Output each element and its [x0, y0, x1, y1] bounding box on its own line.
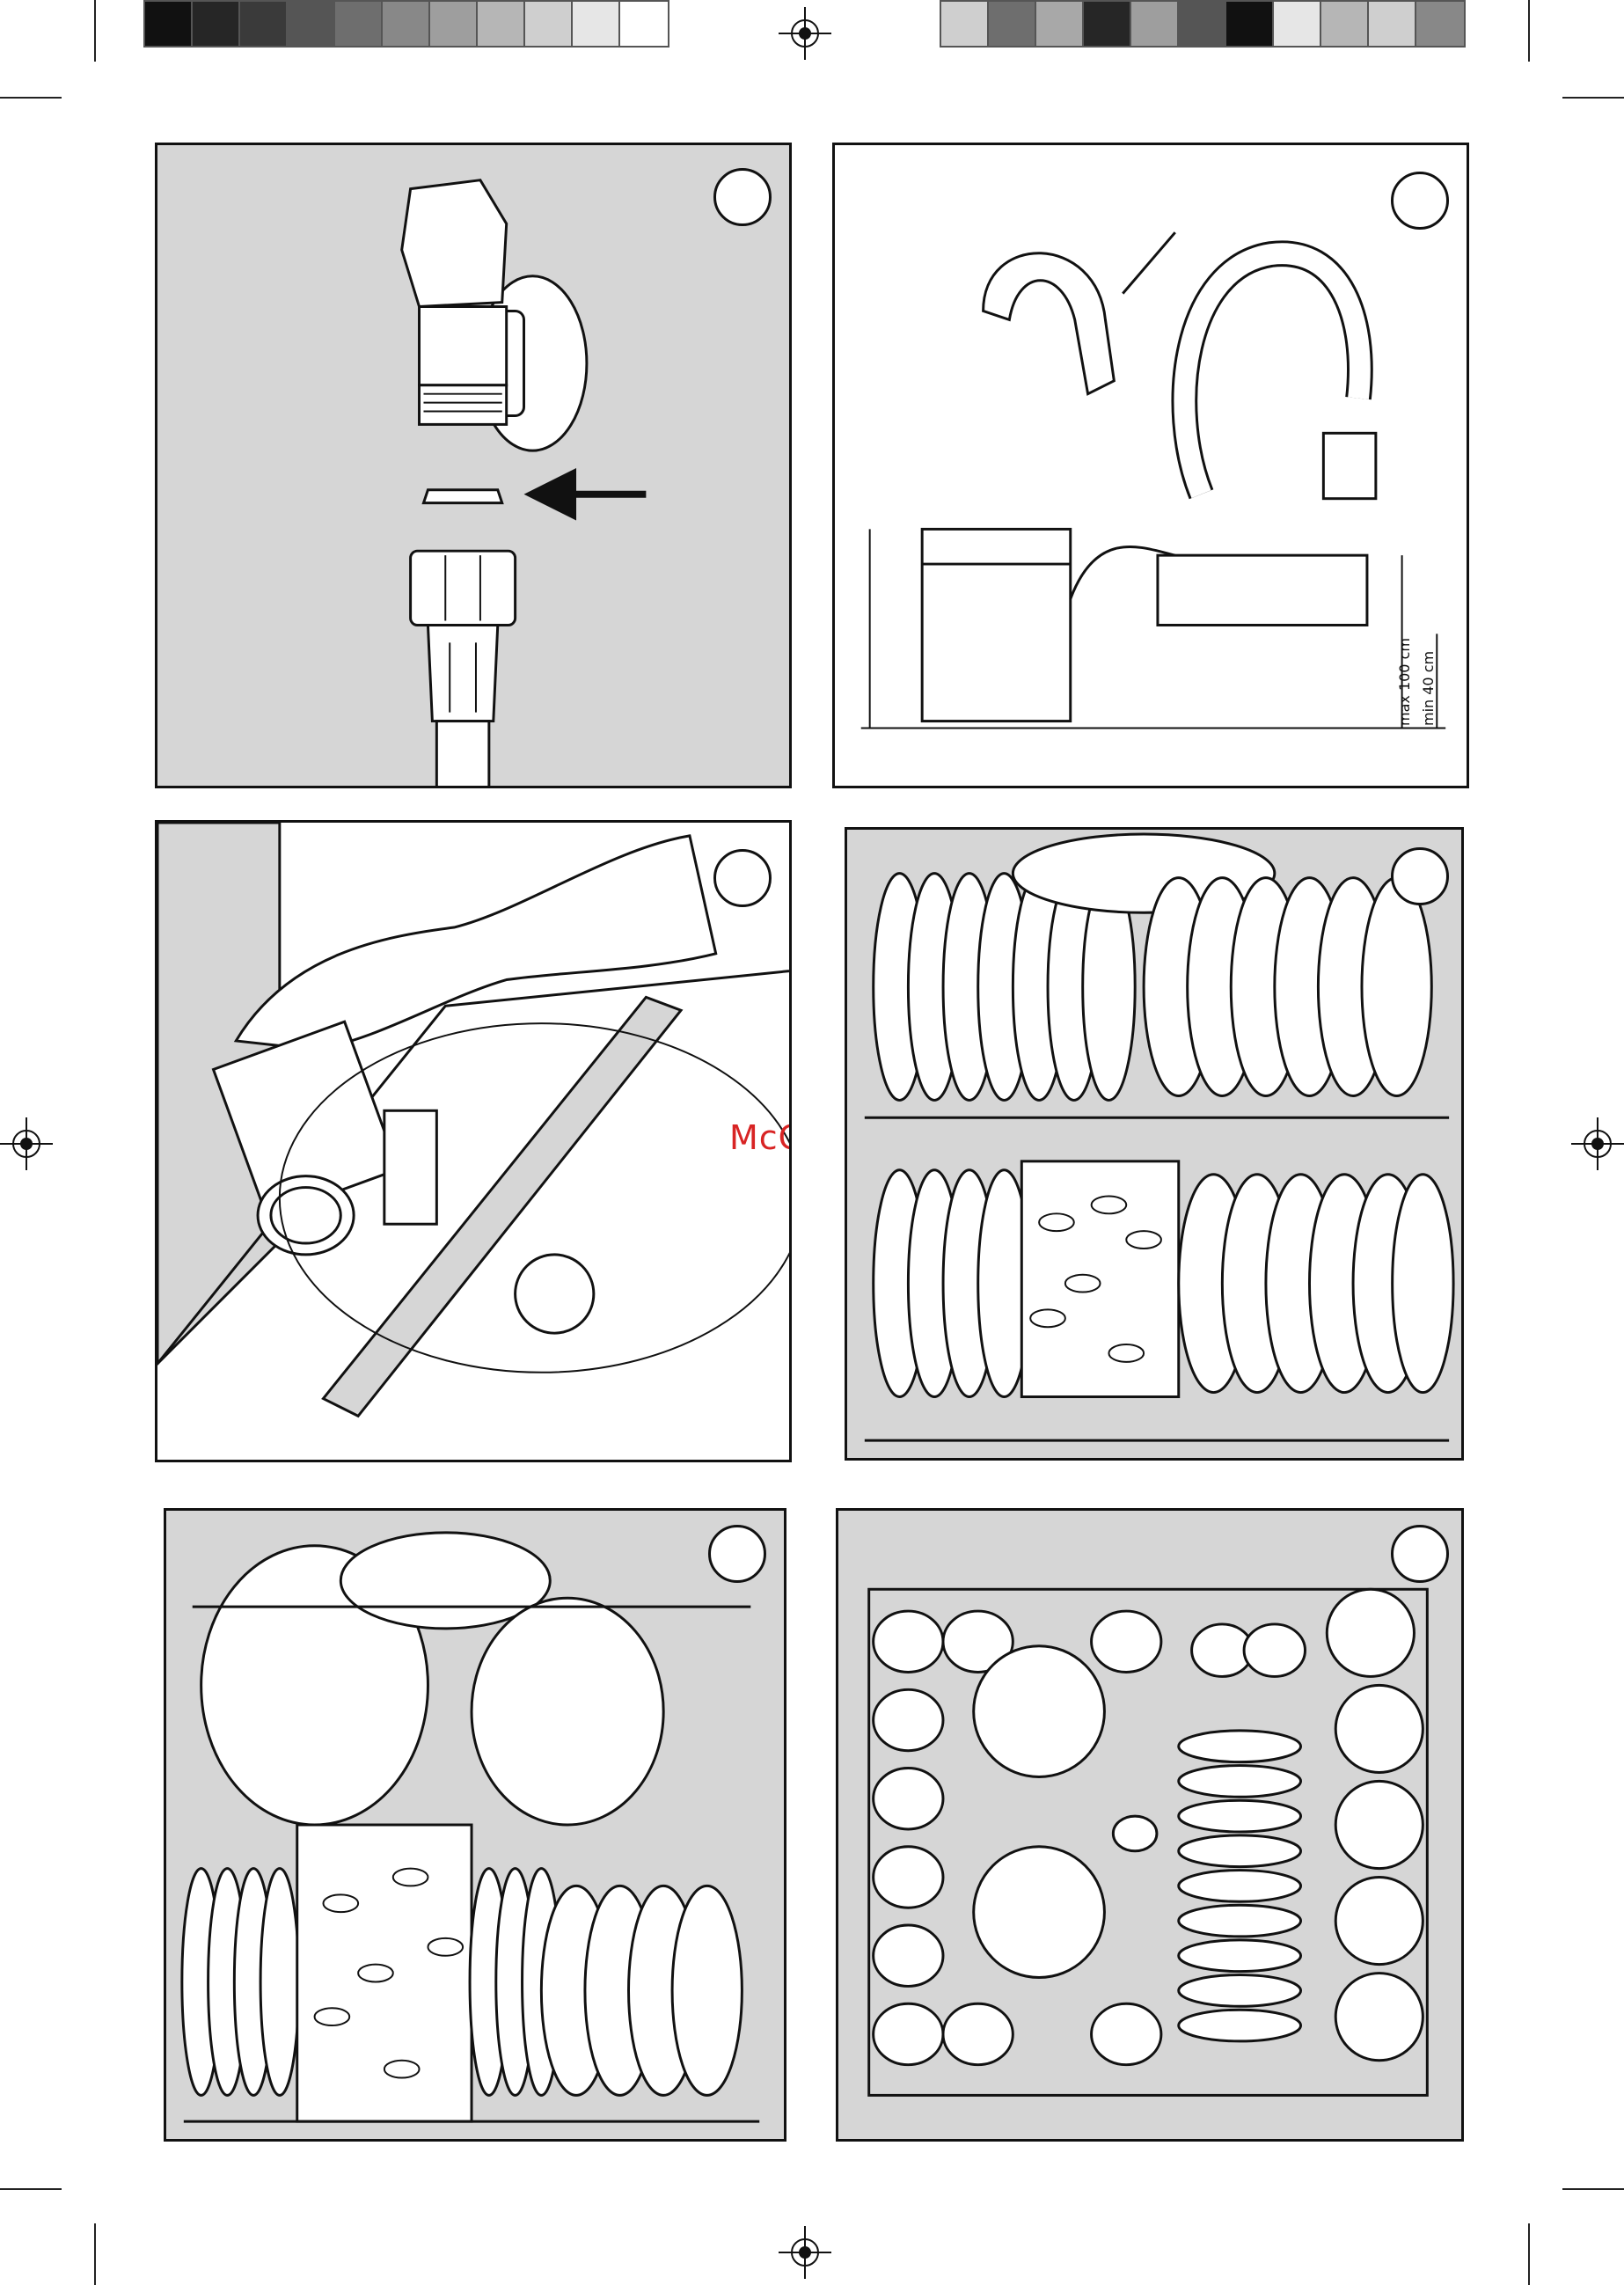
step-circle [713, 849, 772, 907]
color-swatch [383, 2, 430, 46]
color-swatch [1131, 2, 1179, 46]
crop-mark [1528, 2223, 1530, 2285]
measure-min-label: min 40 cm [1420, 651, 1437, 726]
hand-icon [157, 823, 789, 1460]
measure-max-label: max 100 cm [1396, 638, 1413, 726]
cup-icon [838, 1511, 1461, 2139]
color-swatch [288, 2, 335, 46]
arrow-icon [524, 468, 647, 521]
panel-drain-hose: max 100 cm min 40 cm [832, 143, 1469, 788]
step-circle [1391, 172, 1449, 230]
color-swatch [620, 2, 668, 46]
panel-lower-basket [845, 827, 1464, 1461]
crop-mark [1562, 2188, 1624, 2190]
color-swatch [478, 2, 525, 46]
faucet-icon [157, 145, 789, 786]
crop-mark [94, 2223, 96, 2285]
color-swatch [573, 2, 620, 46]
color-swatch [525, 2, 573, 46]
plate-icon [166, 1511, 784, 2139]
step-circle [708, 1525, 766, 1583]
color-swatch [989, 2, 1036, 46]
step-circle [1391, 847, 1449, 905]
watermark: McGrp.Ru [729, 1118, 792, 1157]
registration-mark-icon [1571, 1117, 1624, 1170]
color-swatch [335, 2, 383, 46]
panel-lower-basket-alt [164, 1508, 786, 2142]
color-swatch [1416, 2, 1464, 46]
color-swatch [1321, 2, 1369, 46]
color-strip-right [940, 0, 1466, 48]
registration-mark-icon [779, 7, 831, 60]
plate-icon [847, 830, 1461, 1458]
color-swatch [1274, 2, 1321, 46]
dishwasher-icon [922, 529, 1367, 721]
color-swatch [1036, 2, 1084, 46]
color-swatch [941, 2, 989, 46]
color-strip-left [143, 0, 669, 48]
color-swatch [1369, 2, 1416, 46]
crop-mark [1562, 97, 1624, 99]
crop-mark [0, 2188, 62, 2190]
color-swatch [193, 2, 240, 46]
color-swatch [240, 2, 288, 46]
color-swatch [145, 2, 193, 46]
hose-icon [835, 145, 1467, 786]
color-swatch [430, 2, 478, 46]
crop-mark [0, 97, 62, 99]
color-swatch [1226, 2, 1274, 46]
crop-mark [94, 0, 96, 62]
registration-mark-icon [0, 1117, 53, 1170]
step-circle [1391, 1525, 1449, 1583]
color-swatch [1084, 2, 1131, 46]
registration-mark-icon [779, 2226, 831, 2279]
crop-mark [1528, 0, 1530, 62]
panel-salt-loading: McGrp.Ru [155, 820, 792, 1462]
step-circle [713, 168, 772, 226]
panel-water-inlet [155, 143, 792, 788]
panel-upper-basket [836, 1508, 1464, 2142]
color-swatch [1179, 2, 1226, 46]
